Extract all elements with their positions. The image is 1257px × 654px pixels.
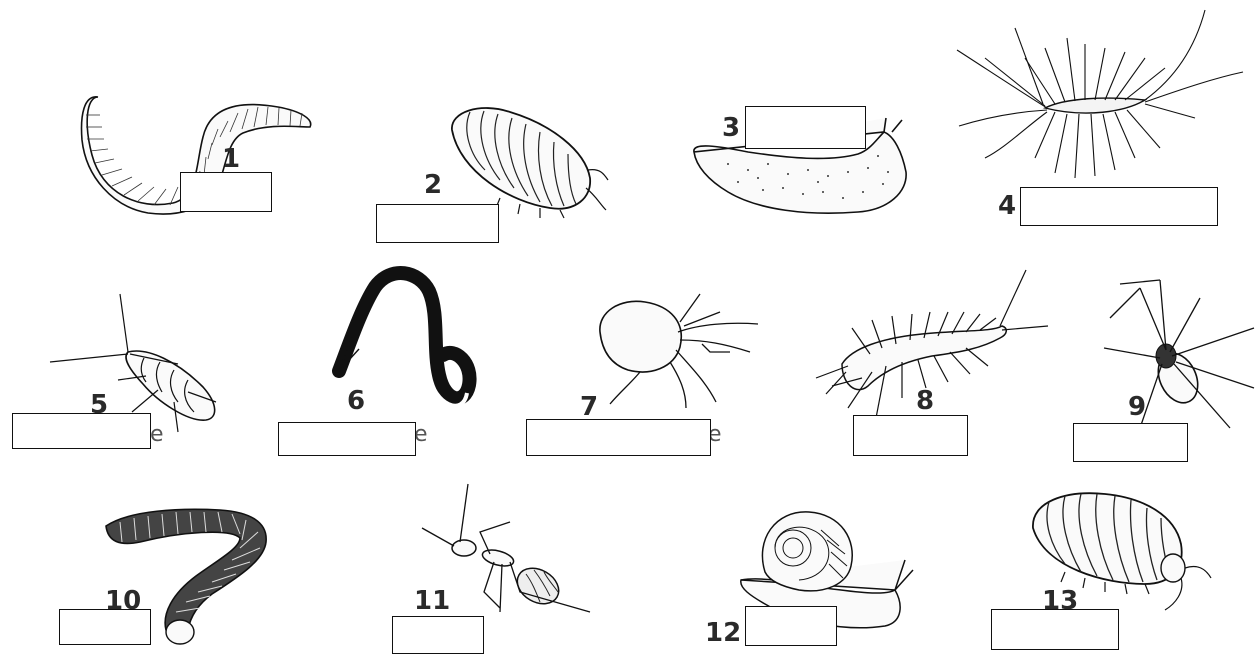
covered-text-fragment: e <box>150 422 164 447</box>
answer-box-10[interactable] <box>59 609 151 645</box>
answer-box-5[interactable] <box>12 413 151 449</box>
spider-illustration <box>1100 278 1256 443</box>
item-number-3: 3 <box>722 115 740 141</box>
item-number-12: 12 <box>705 620 741 646</box>
item-number-1: 1 <box>222 146 240 172</box>
answer-box-1[interactable] <box>180 172 272 212</box>
answer-box-2[interactable] <box>376 204 499 243</box>
item-number-11: 11 <box>414 588 450 614</box>
woodlouse-illustration <box>440 100 610 220</box>
item-number-4: 4 <box>998 193 1016 219</box>
item-number-6: 6 <box>347 388 365 414</box>
answer-box-9[interactable] <box>1073 423 1188 462</box>
answer-box-11[interactable] <box>392 616 484 654</box>
answer-box-13[interactable] <box>991 609 1119 650</box>
item-number-9: 9 <box>1128 394 1146 420</box>
answer-box-6[interactable] <box>278 422 416 456</box>
springtail-illustration <box>48 292 228 432</box>
covered-text-fragment: e <box>414 422 428 447</box>
item-number-8: 8 <box>916 388 934 414</box>
answer-box-7[interactable] <box>526 419 711 456</box>
item-number-7: 7 <box>580 394 598 420</box>
item-number-2: 2 <box>424 172 442 198</box>
silverfish-illustration <box>955 8 1245 188</box>
answer-box-8[interactable] <box>853 415 968 456</box>
mite-illustration <box>590 292 760 412</box>
answer-box-12[interactable] <box>745 606 837 646</box>
answer-box-3[interactable] <box>745 106 866 149</box>
answer-box-4[interactable] <box>1020 187 1218 226</box>
